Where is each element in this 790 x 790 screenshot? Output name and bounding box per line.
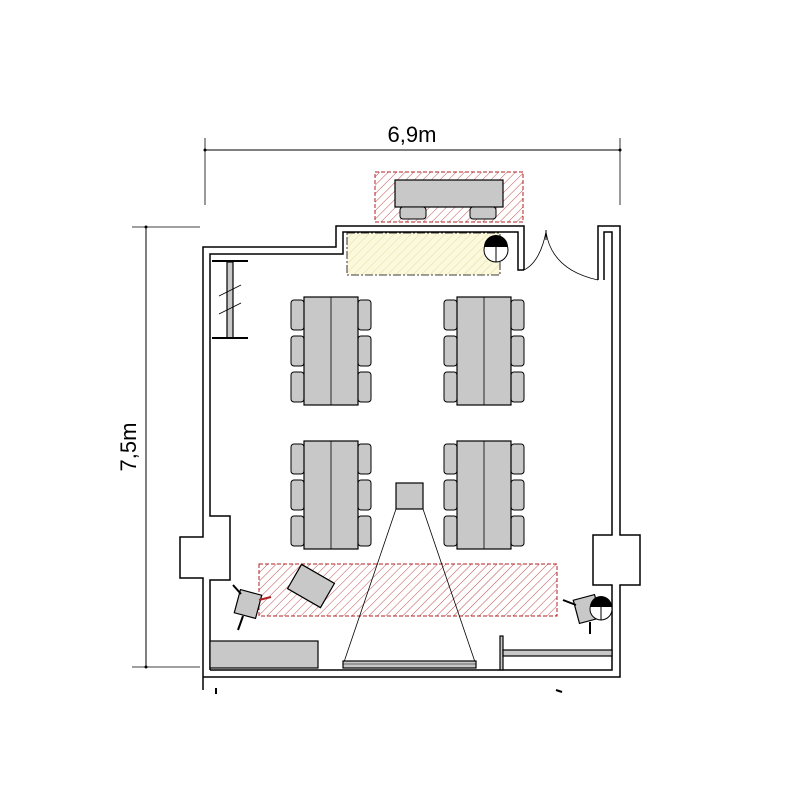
chair — [357, 443, 372, 475]
chair — [443, 443, 458, 475]
camera-icon-bottom — [589, 596, 613, 621]
height-dimension: 7,5m — [116, 225, 200, 669]
speaker-left — [232, 584, 272, 631]
chair — [510, 335, 525, 367]
table-group-top-left — [290, 296, 372, 406]
chair — [443, 479, 458, 511]
chair — [510, 479, 525, 511]
chair — [290, 371, 305, 403]
flipchart-stand — [212, 260, 248, 339]
chair — [290, 515, 305, 547]
projector — [395, 482, 424, 510]
chair — [357, 335, 372, 367]
chair — [443, 335, 458, 367]
chair — [443, 371, 458, 403]
chair — [510, 371, 525, 403]
walls — [179, 225, 641, 690]
chair — [357, 371, 372, 403]
projection-screen — [342, 660, 477, 669]
desk-top — [394, 179, 504, 220]
chair — [290, 443, 305, 475]
table-group-bottom-left — [290, 440, 372, 550]
chair — [357, 479, 372, 511]
width-dimension: 6,9m — [203, 122, 622, 205]
chair — [290, 479, 305, 511]
yellow-zone — [346, 232, 501, 276]
height-label: 7,5m — [116, 423, 141, 472]
chair — [290, 299, 305, 331]
table-group-top-right — [443, 296, 525, 406]
door[interactable] — [523, 230, 599, 281]
chair — [443, 515, 458, 547]
width-label: 6,9m — [388, 122, 437, 147]
table-group-bottom-right — [443, 440, 525, 550]
chair — [510, 515, 525, 547]
chair — [510, 299, 525, 331]
cabinet — [209, 640, 319, 669]
camera-icon-top — [483, 235, 509, 263]
chair — [290, 335, 305, 367]
chair — [357, 299, 372, 331]
bench — [499, 635, 613, 671]
chair — [510, 443, 525, 475]
side-table — [286, 563, 336, 609]
chair — [443, 299, 458, 331]
chair — [357, 515, 372, 547]
